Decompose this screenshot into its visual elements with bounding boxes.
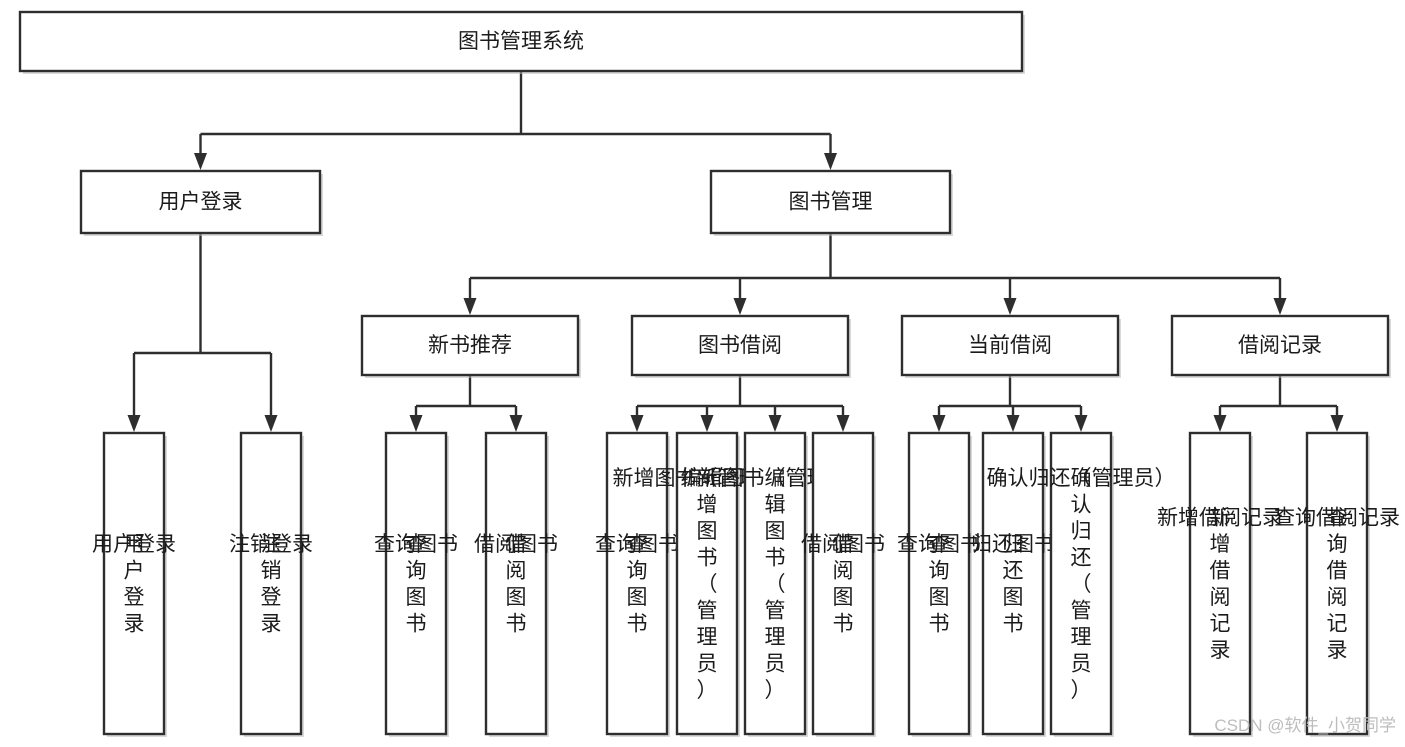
- arrow-head-icon: [463, 298, 477, 315]
- arrow-head-icon: [1006, 415, 1020, 432]
- arrow-head-icon: [630, 415, 644, 432]
- node-leaf-归还图书[interactable]: 归还图书归还图书: [971, 431, 1055, 737]
- node-leaf-查询图书[interactable]: 查询图书查询图书: [374, 431, 458, 737]
- node-box[interactable]: [102, 431, 166, 736]
- arrow-head-icon: [509, 415, 523, 432]
- connector-group: [1213, 375, 1344, 432]
- node-branch-借阅记录[interactable]: 借阅记录: [1170, 314, 1391, 378]
- arrow-head-icon: [1330, 415, 1344, 432]
- node-box[interactable]: [981, 431, 1045, 736]
- node-branch-图书管理系统[interactable]: 图书管理系统: [18, 10, 1025, 74]
- arrow-head-icon: [264, 415, 278, 432]
- arrow-head-icon: [194, 153, 207, 170]
- arrow-head-icon: [1074, 415, 1088, 432]
- node-box[interactable]: [709, 169, 952, 235]
- node-box[interactable]: [1049, 431, 1113, 736]
- arrow-head-icon: [768, 415, 782, 432]
- node-leaf-查询图书[interactable]: 查询图书查询图书: [897, 431, 981, 737]
- node-label: 图书管理: [789, 191, 873, 214]
- node-box[interactable]: [743, 431, 807, 736]
- node-leaf-注销登录[interactable]: 注销登录注销登录: [229, 431, 313, 737]
- arrow-head-icon: [1273, 298, 1287, 315]
- connector-group: [127, 233, 278, 432]
- connector-group: [194, 71, 837, 170]
- node-box[interactable]: [18, 10, 1024, 73]
- node-label: 当前借阅: [968, 334, 1052, 357]
- node-branch-图书管理[interactable]: 图书管理: [709, 169, 953, 236]
- arrow-head-icon: [824, 153, 837, 170]
- node-label: 用户登录: [159, 191, 243, 214]
- arrow-head-icon: [127, 415, 141, 432]
- node-box[interactable]: [675, 431, 739, 736]
- connector-group: [932, 375, 1088, 432]
- node-leaf-查询图书[interactable]: 查询图书查询图书: [595, 431, 679, 737]
- node-leaf-用户登录[interactable]: 用户登录用户登录: [92, 431, 176, 737]
- arrow-head-icon: [836, 415, 850, 432]
- node-box[interactable]: [384, 431, 448, 736]
- node-box[interactable]: [360, 314, 580, 377]
- node-box[interactable]: [900, 314, 1120, 377]
- node-branch-用户登录[interactable]: 用户登录: [79, 169, 323, 236]
- node-box[interactable]: [1188, 431, 1252, 736]
- node-leaf-借阅图书[interactable]: 借阅图书借阅图书: [801, 431, 885, 737]
- node-box[interactable]: [1170, 314, 1390, 377]
- node-branch-图书借阅[interactable]: 图书借阅: [630, 314, 851, 378]
- arrow-head-icon: [700, 415, 714, 432]
- node-label: 借阅记录: [1238, 334, 1322, 357]
- arrow-head-icon: [409, 415, 423, 432]
- node-box[interactable]: [605, 431, 669, 736]
- node-box[interactable]: [907, 431, 971, 736]
- arrow-head-icon: [733, 298, 747, 315]
- node-box[interactable]: [811, 431, 875, 736]
- arrow-head-icon: [932, 415, 946, 432]
- node-leaf-查询借阅记录[interactable]: 查询借阅记录查询借阅记录: [1274, 431, 1400, 737]
- node-branch-当前借阅[interactable]: 当前借阅: [900, 314, 1121, 378]
- node-box[interactable]: [1305, 431, 1369, 736]
- node-label: 新书推荐: [428, 334, 512, 357]
- csdn-watermark: CSDN @软件_小贺同学: [1214, 716, 1396, 735]
- arrow-head-icon: [1003, 298, 1017, 315]
- node-box[interactable]: [239, 431, 303, 736]
- node-branch-新书推荐[interactable]: 新书推荐: [360, 314, 581, 378]
- node-leaf-借阅图书[interactable]: 借阅图书借阅图书: [474, 431, 558, 737]
- connector-group: [409, 375, 523, 432]
- connector-group: [630, 375, 850, 432]
- arrow-head-icon: [1213, 415, 1227, 432]
- node-box[interactable]: [79, 169, 322, 235]
- node-box[interactable]: [630, 314, 850, 377]
- node-label: 图书管理系统: [458, 30, 584, 53]
- connector-group: [463, 233, 1287, 315]
- node-leaf-新增借阅记录[interactable]: 新增借阅记录新增借阅记录: [1157, 431, 1283, 737]
- connector-layer: [127, 71, 1344, 432]
- node-box[interactable]: [484, 431, 548, 736]
- node-label: 图书借阅: [698, 334, 782, 357]
